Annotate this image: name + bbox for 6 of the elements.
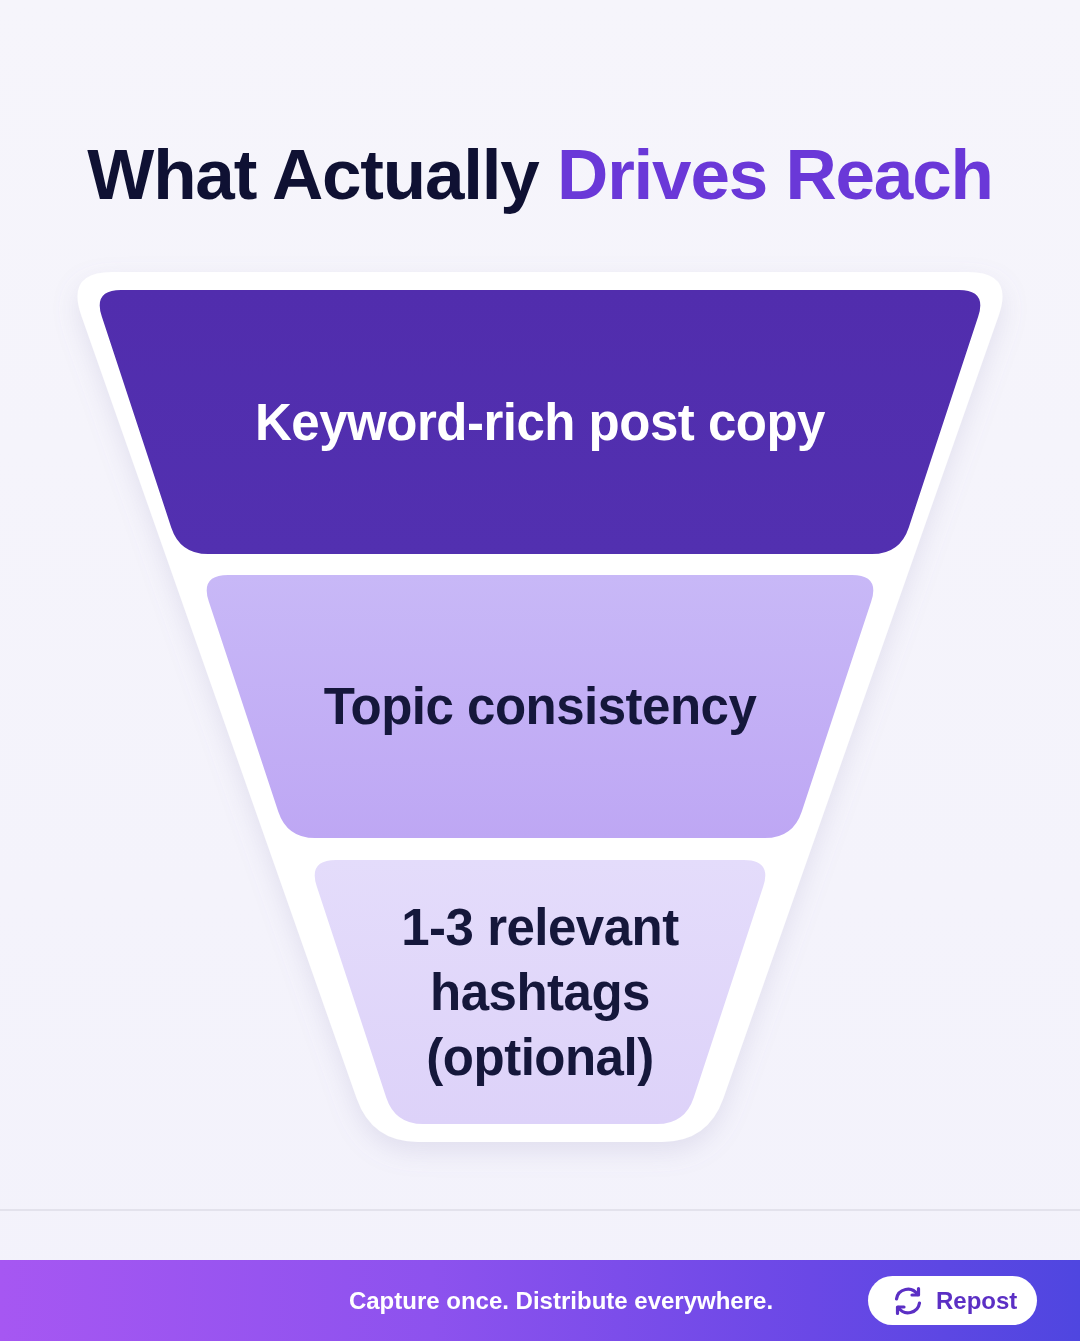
tagline: Capture once. Distribute everywhere. bbox=[347, 1286, 775, 1316]
stage-label: 1-3 relevant hashtags (optional) bbox=[400, 897, 680, 1088]
stage-label: Keyword-rich post copy bbox=[255, 392, 825, 453]
title: What Actually Drives Reach bbox=[86, 134, 994, 216]
stage-label: Topic consistency bbox=[323, 677, 757, 737]
repost-button: Repost bbox=[868, 1276, 1037, 1325]
